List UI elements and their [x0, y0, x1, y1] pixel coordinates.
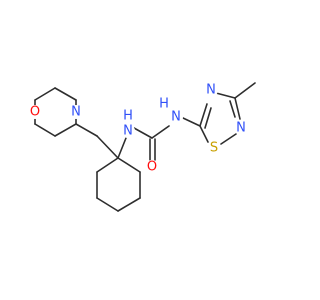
atom-morpholine-nitrogen: N — [69, 105, 83, 120]
molecule-canvas: O N N H O N H N N S — [28, 82, 256, 212]
bond-morph-3 — [34, 123, 56, 137]
bond-cy-4 — [96, 197, 119, 212]
atom-label-n: N — [71, 105, 81, 120]
bond-carbonyl-nh — [151, 125, 170, 139]
bond-ring-s-c5 — [199, 125, 209, 143]
bond-n-ch2 — [75, 123, 98, 137]
bond-morph-6 — [54, 87, 77, 101]
atom-morpholine-oxygen: O — [28, 105, 42, 120]
atom-label-n: N — [123, 124, 133, 139]
atom-label-n: N — [236, 121, 246, 136]
atom-label-s: S — [210, 141, 218, 156]
bond-morph-1 — [34, 87, 56, 101]
atom-label-o: O — [147, 160, 157, 175]
atom-label-h: H — [159, 97, 169, 112]
bond-ring-n4-c3 — [215, 92, 236, 99]
bond-ring-c5-n4-b — [204, 107, 212, 129]
bond-ring-c3-n2-a — [234, 97, 241, 120]
bond-nh-ring — [182, 117, 201, 127]
bond-cy-6 — [96, 157, 119, 173]
bond-morph-4 — [54, 123, 77, 137]
atom-label-n: N — [171, 110, 181, 125]
atom-thiadiazole-sulfur: S — [207, 141, 221, 156]
bond-nh-carbonyl — [133, 127, 153, 139]
atom-label-h: H — [123, 109, 133, 124]
atom-urea-nh-left: N H — [121, 109, 135, 139]
bond-cq-nh — [117, 137, 127, 159]
atom-thiadiazole-n2: N — [234, 121, 248, 136]
atom-urea-oxygen: O — [145, 160, 159, 175]
bond-ring-c3-n2-b — [229, 100, 236, 118]
atom-label-n: N — [206, 83, 216, 98]
bond-ring-c5-n4-a — [199, 103, 208, 127]
atom-urea-nh-right: N H — [158, 97, 183, 125]
bond-cy-1 — [117, 157, 141, 173]
bond-ch2-cq — [96, 135, 119, 159]
structure-diagram: O N N H O N H N N S — [28, 82, 256, 212]
bond-methyl — [234, 82, 256, 99]
atom-label-o: O — [30, 105, 40, 120]
atom-thiadiazole-n4: N — [204, 83, 218, 98]
bond-ring-n2-s — [220, 133, 237, 145]
bond-cy-3 — [117, 197, 141, 212]
